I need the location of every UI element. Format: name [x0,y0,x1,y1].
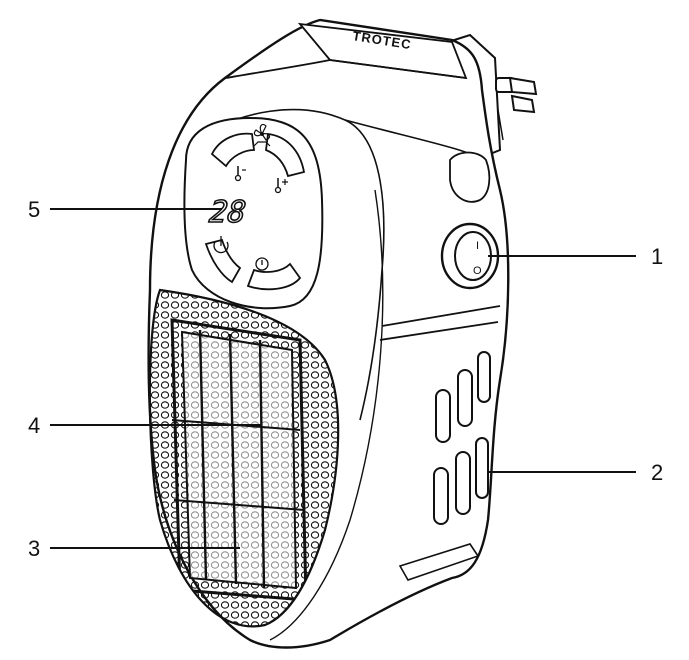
callout-3: 3 [28,536,40,561]
heat-low-icon [234,166,246,182]
callout-leaders [50,208,636,549]
power-icon [213,236,229,254]
callout-labels: 1 2 3 4 5 [28,197,663,561]
callout-1: 1 [651,244,663,269]
air-inlet [433,351,491,525]
temperature-display: 28 [207,194,248,231]
display-value: 28 [208,195,248,230]
callout-5: 5 [28,197,40,222]
callout-4: 4 [28,413,40,438]
air-outlet-grille [148,288,340,628]
fan-icon [253,123,271,147]
power-button[interactable] [204,238,242,284]
heat-high-icon [274,178,288,194]
fan-button[interactable] [210,132,256,168]
timer-button[interactable] [246,262,302,291]
switch-off-mark: O [473,265,482,277]
switch-on-mark: I [476,240,479,252]
heat-high-button[interactable] [265,133,306,178]
timer-icon [255,257,269,271]
callout-2: 2 [651,460,663,485]
control-panel: 28 [183,116,324,310]
